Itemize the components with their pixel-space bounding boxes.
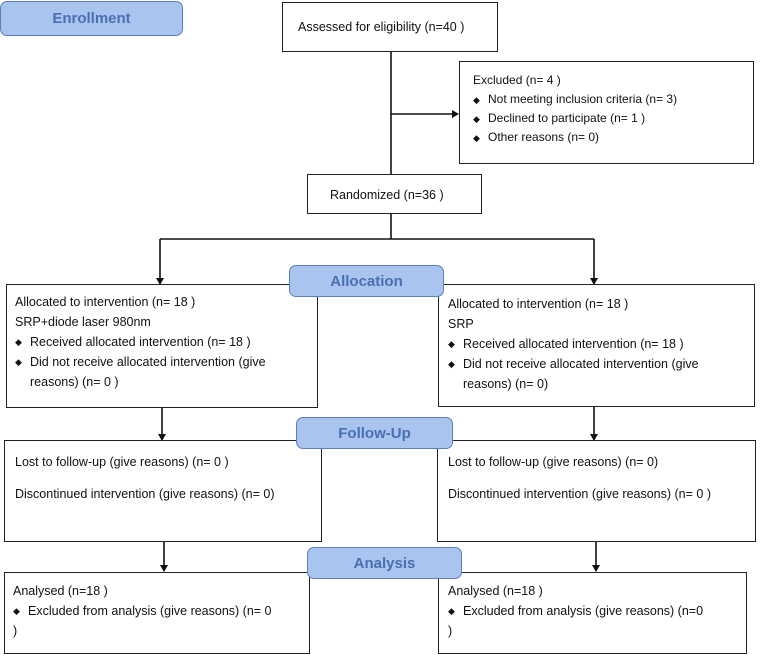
left-allocation-box: Allocated to intervention (n= 18 ) SRP+d…	[6, 284, 318, 408]
diamond-bullet-icon: ◆	[15, 337, 22, 347]
diamond-bullet-icon: ◆	[15, 357, 22, 367]
diamond-bullet-icon: ◆	[473, 114, 480, 124]
right-allocation-box: Allocated to intervention (n= 18 ) SRP ◆…	[438, 284, 755, 407]
enrollment-tag: Enrollment	[0, 1, 183, 36]
diamond-bullet-icon: ◆	[448, 339, 455, 349]
left-discontinued-text: Discontinued intervention (give reasons)…	[15, 487, 275, 501]
right-analysis-box: Analysed (n=18 ) ◆ Excluded from analysi…	[438, 572, 747, 654]
right-allocated-title: Allocated to intervention (n= 18 )	[448, 297, 629, 311]
left-followup-box: Lost to follow-up (give reasons) (n= 0 )…	[4, 440, 322, 542]
diamond-bullet-icon: ◆	[448, 606, 455, 616]
left-allocated-title: Allocated to intervention (n= 18 )	[15, 295, 196, 309]
followup-tag: Follow-Up	[296, 417, 453, 449]
diamond-bullet-icon: ◆	[473, 133, 480, 143]
randomized-box: Randomized (n=36 )	[307, 174, 482, 214]
excluded-box: Excluded (n= 4 ) ◆ Not meeting inclusion…	[459, 61, 754, 164]
diamond-bullet-icon: ◆	[448, 359, 455, 369]
excluded-item: ◆ Other reasons (n= 0)	[473, 128, 753, 147]
right-excluded-analysis-item: ◆ Excluded from analysis (give reasons) …	[448, 601, 746, 621]
left-not-received-item: ◆ Did not receive allocated intervention…	[15, 352, 317, 372]
diamond-bullet-icon: ◆	[13, 606, 20, 616]
left-lost-text: Lost to follow-up (give reasons) (n= 0 )	[15, 455, 229, 469]
left-not-received-cont: reasons) (n= 0 )	[30, 375, 119, 389]
right-group-name: SRP	[448, 317, 474, 331]
right-excluded-analysis-cont: )	[448, 624, 453, 638]
assessed-text: Assessed for eligibility (n=40 )	[298, 20, 465, 34]
left-analysis-box: Analysed (n=18 ) ◆ Excluded from analysi…	[4, 572, 310, 654]
excluded-item: ◆ Not meeting inclusion criteria (n= 3)	[473, 90, 753, 109]
diamond-bullet-icon: ◆	[473, 95, 480, 105]
left-group-name: SRP+diode laser 980nm	[15, 315, 151, 329]
right-analysed-text: Analysed (n=18 )	[448, 584, 543, 598]
right-received-item: ◆ Received allocated intervention (n= 18…	[448, 334, 754, 354]
excluded-title: Excluded (n= 4 )	[473, 73, 561, 87]
left-received-item: ◆ Received allocated intervention (n= 18…	[15, 332, 317, 352]
right-not-received-item: ◆ Did not receive allocated intervention…	[448, 354, 754, 374]
right-followup-box: Lost to follow-up (give reasons) (n= 0) …	[437, 440, 756, 542]
excluded-item: ◆ Declined to participate (n= 1 )	[473, 109, 753, 128]
assessed-box: Assessed for eligibility (n=40 )	[282, 2, 498, 52]
left-excluded-analysis-cont: )	[13, 624, 18, 638]
randomized-text: Randomized (n=36 )	[330, 188, 444, 202]
left-excluded-analysis-item: ◆ Excluded from analysis (give reasons) …	[13, 601, 309, 621]
left-analysed-text: Analysed (n=18 )	[13, 584, 108, 598]
right-lost-text: Lost to follow-up (give reasons) (n= 0)	[448, 455, 659, 469]
analysis-tag: Analysis	[307, 547, 462, 579]
allocation-tag: Allocation	[289, 265, 444, 297]
right-not-received-cont: reasons) (n= 0)	[463, 377, 549, 391]
right-discontinued-text: Discontinued intervention (give reasons)…	[448, 487, 711, 501]
